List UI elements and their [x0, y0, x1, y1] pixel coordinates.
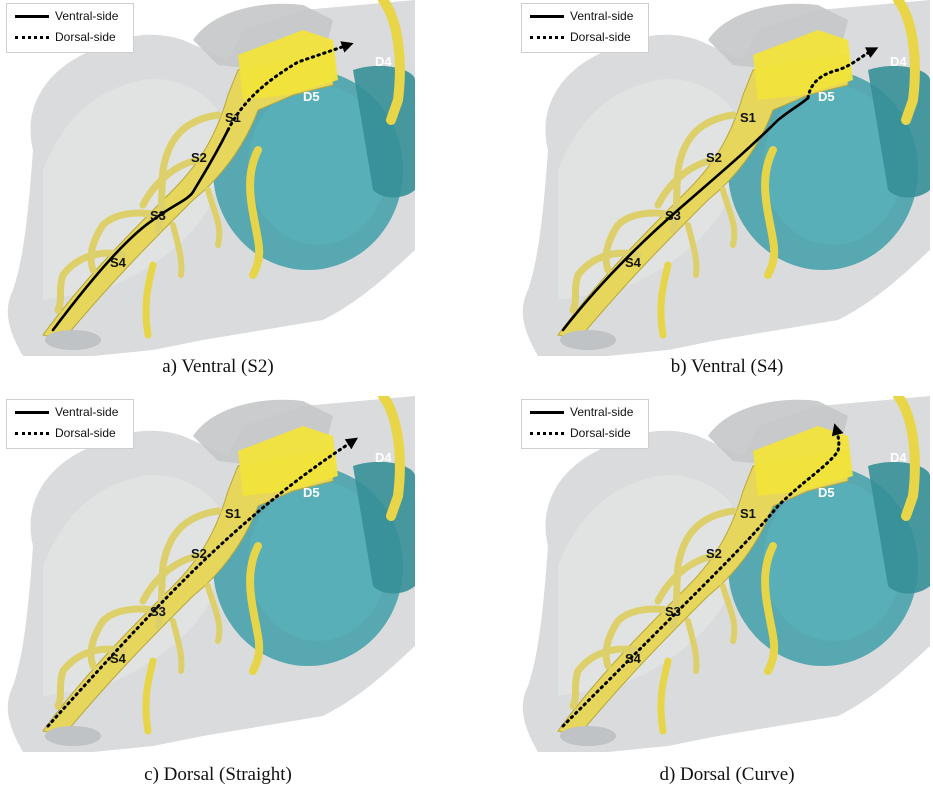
- legend-dorsal: Dorsal-side: [530, 424, 646, 442]
- label-d4: D4: [890, 54, 907, 69]
- figure-panel-c: D4 D5 S1 S2 S3 S4 Ventral-side Dorsal-si…: [3, 396, 415, 752]
- label-d4: D4: [375, 54, 392, 69]
- label-s4: S4: [110, 651, 127, 666]
- figure-panel-b: D4 D5 S1 S2 S3 S4 Ventral-side Dorsal-si…: [518, 0, 930, 356]
- label-s3: S3: [665, 208, 681, 223]
- coccyx-tip: [560, 726, 616, 746]
- label-s2: S2: [191, 150, 207, 165]
- spine-rendering: D4 D5 S1 S2 S3 S4: [518, 0, 930, 356]
- legend-ventral: Ventral-side: [15, 403, 131, 421]
- legend-box: Ventral-side Dorsal-side: [6, 399, 134, 449]
- legend-dotted-swatch: [15, 36, 49, 39]
- legend-dorsal-label: Dorsal-side: [55, 424, 116, 442]
- label-s3: S3: [665, 604, 681, 619]
- label-s1: S1: [225, 506, 241, 521]
- label-s1: S1: [740, 506, 756, 521]
- legend-ventral-label: Ventral-side: [55, 403, 118, 421]
- figure-panel-a: D4 D5 S1 S2 S3 S4 Ventral-side Dorsal-si…: [3, 0, 415, 356]
- coccyx-tip: [45, 330, 101, 350]
- label-s3: S3: [150, 604, 166, 619]
- figure-panel-d: D4 D5 S1 S2 S3 S4 Ventral-side Dorsal-si…: [518, 396, 930, 752]
- label-d5: D5: [818, 485, 835, 500]
- label-s3: S3: [150, 208, 166, 223]
- panel-caption-d: d) Dorsal (Curve): [659, 764, 794, 786]
- legend-dorsal-label: Dorsal-side: [570, 424, 631, 442]
- legend-dotted-swatch: [15, 432, 49, 435]
- legend-dorsal-label: Dorsal-side: [55, 28, 116, 46]
- legend-solid-swatch: [530, 411, 564, 414]
- legend-dorsal: Dorsal-side: [15, 424, 131, 442]
- label-d5: D5: [303, 89, 320, 104]
- legend-dorsal-label: Dorsal-side: [570, 28, 631, 46]
- legend-ventral-label: Ventral-side: [55, 7, 118, 25]
- panel-caption-b: b) Ventral (S4): [671, 356, 784, 378]
- coccyx-tip: [560, 330, 616, 350]
- legend-solid-swatch: [15, 15, 49, 18]
- label-s4: S4: [625, 651, 642, 666]
- label-s1: S1: [740, 110, 756, 125]
- label-d4: D4: [375, 450, 392, 465]
- legend-box: Ventral-side Dorsal-side: [6, 3, 134, 53]
- legend-ventral: Ventral-side: [530, 403, 646, 421]
- legend-ventral-label: Ventral-side: [570, 403, 633, 421]
- legend-solid-swatch: [530, 15, 564, 18]
- spine-rendering: D4 D5 S1 S2 S3 S4: [3, 0, 415, 356]
- label-s2: S2: [706, 546, 722, 561]
- legend-dotted-swatch: [530, 36, 564, 39]
- label-s4: S4: [625, 255, 642, 270]
- legend-ventral: Ventral-side: [15, 7, 131, 25]
- legend-dotted-swatch: [530, 432, 564, 435]
- legend-dorsal: Dorsal-side: [530, 28, 646, 46]
- label-s2: S2: [191, 546, 207, 561]
- panel-caption-c: c) Dorsal (Straight): [144, 764, 292, 786]
- label-s1: S1: [225, 110, 241, 125]
- legend-ventral-label: Ventral-side: [570, 7, 633, 25]
- legend-box: Ventral-side Dorsal-side: [521, 3, 649, 53]
- label-s2: S2: [706, 150, 722, 165]
- label-d5: D5: [818, 89, 835, 104]
- legend-solid-swatch: [15, 411, 49, 414]
- legend-ventral: Ventral-side: [530, 7, 646, 25]
- label-d5: D5: [303, 485, 320, 500]
- panel-caption-a: a) Ventral (S2): [162, 356, 274, 378]
- spine-rendering: D4 D5 S1 S2 S3 S4: [518, 396, 930, 752]
- label-d4: D4: [890, 450, 907, 465]
- legend-dorsal: Dorsal-side: [15, 28, 131, 46]
- legend-box: Ventral-side Dorsal-side: [521, 399, 649, 449]
- label-s4: S4: [110, 255, 127, 270]
- coccyx-tip: [45, 726, 101, 746]
- spine-rendering: D4 D5 S1 S2 S3 S4: [3, 396, 415, 752]
